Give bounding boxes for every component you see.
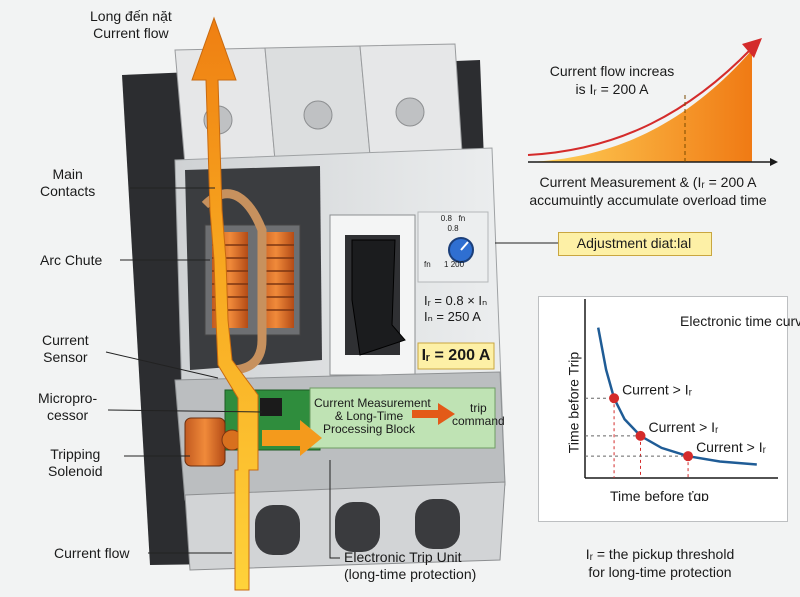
trip-unit-line2: (long-time protection) <box>344 566 477 582</box>
leader-lines <box>105 187 558 559</box>
growth-title-line2: is Iᵣ = 200 A <box>575 81 649 97</box>
time-curve-xlabel: Time before ťɑɒ <box>610 488 709 504</box>
processing-block <box>309 387 496 449</box>
dial-tick-6: 200 <box>450 260 465 269</box>
top-flow-line1: Long đến nặt <box>90 8 172 24</box>
time-curve-title: Electronic time curve <box>680 313 800 329</box>
tripping-solenoid <box>184 417 226 467</box>
microprocessor-line2: cessor <box>46 407 89 423</box>
main-contacts-line1: Main <box>52 166 83 182</box>
top-flow-line2: Current flow <box>93 25 169 41</box>
copper-conductor <box>201 189 267 375</box>
growth-caption-line1: Current Measurement & (Iᵣ = 200 A <box>539 174 757 190</box>
microprocessor-line1: Micropro- <box>38 390 98 406</box>
bottom-flow-label: Current flow <box>54 545 130 561</box>
trip-command-arrow <box>412 403 455 425</box>
current-flow-arrow <box>191 16 259 591</box>
current-sensor-label: Current Sensor <box>42 332 89 366</box>
growth-title: Current flow increas is Iᵣ = 200 A <box>537 62 687 98</box>
trip-unit-label: Electronic Trip Unit (long-time protecti… <box>344 549 476 583</box>
growth-caption-line2: accumuintly accumulate overload time <box>529 192 767 208</box>
settings-text: Iᵣ = 0.8 × Iₙ Iₙ = 250 A <box>424 293 487 325</box>
tripping-solenoid-line2: Solenoid <box>48 463 103 479</box>
time-curve-ylabel: Time before Trip <box>565 351 582 454</box>
growth-title-line1: Current flow increas <box>549 63 675 79</box>
dial-ticks-lower: fn 1 200 <box>424 260 464 270</box>
processing-block-label: Current Measurement & Long-Time Processi… <box>314 396 431 436</box>
processing-line2: & Long-Time <box>334 409 404 423</box>
setting-line1: Iᵣ = 0.8 × Iₙ <box>424 293 488 308</box>
signal-arrow <box>262 420 322 456</box>
ir-value: Iᵣ = 200 A <box>421 347 491 364</box>
footnote-line1: Iᵣ = the pickup threshold <box>585 546 735 562</box>
dial-tick-3: 0.8 <box>447 224 459 233</box>
footnote-line2: for long-time protection <box>588 564 732 580</box>
adjustment-label: Adjustment diat:lal <box>576 235 692 251</box>
growth-caption: Current Measurement & (Iᵣ = 200 A accumu… <box>512 173 784 209</box>
processing-line3: Processing Block <box>322 422 416 436</box>
main-contacts-line2: Contacts <box>40 183 96 199</box>
tripping-solenoid-line1: Tripping <box>50 446 101 462</box>
main-contacts-label: Main Contacts <box>40 166 95 200</box>
adjustment-label-box <box>558 232 712 256</box>
trip-command-line1: trip <box>470 401 487 415</box>
microprocessor-chip <box>260 398 282 416</box>
microprocessor-label: Micropro- cessor <box>38 390 97 424</box>
dial-ticks: 0.8 fn 0.8 <box>420 214 486 234</box>
setting-line2: Iₙ = 250 A <box>424 309 481 324</box>
current-sensor-line2: Sensor <box>43 349 88 365</box>
dial-tick-1: 0.8 <box>440 214 452 223</box>
trip-command-label: trip command <box>452 402 505 428</box>
trip-unit-line1: Electronic Trip Unit <box>344 549 462 565</box>
bottom-terminals <box>184 481 506 571</box>
current-sensor-line1: Current <box>42 332 89 348</box>
arc-chute-label: Arc Chute <box>40 252 103 268</box>
footnote: Iᵣ = the pickup threshold for long-time … <box>560 545 760 581</box>
dial-tick-2: fn <box>458 214 466 223</box>
top-flow-label: Long đến nặt Current flow <box>90 8 172 42</box>
tripping-solenoid-label: Tripping Solenoid <box>48 446 103 480</box>
ir-value-box <box>417 342 495 370</box>
dial-tick-4: fn <box>424 260 431 269</box>
processing-line1: Current Measurement <box>314 396 431 410</box>
breaker-handle[interactable] <box>351 239 406 356</box>
dial-tick-5: 1 <box>444 260 449 269</box>
trip-command-line2: command <box>452 414 505 428</box>
